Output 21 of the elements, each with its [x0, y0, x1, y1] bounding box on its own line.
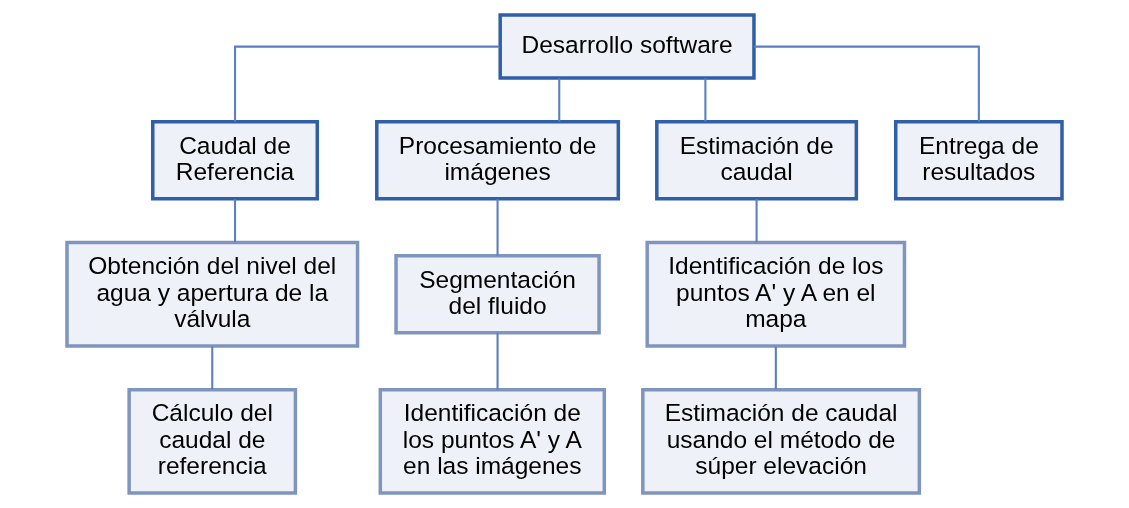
node-box: Estimación de caudal — [655, 120, 859, 201]
node-box: Caudal de Referencia — [151, 120, 320, 201]
node-box: Estimación de caudal usando el método de súper elevación — [641, 387, 922, 495]
node-box: Obtención del nivel del agua y apertura de la válvula — [65, 240, 360, 348]
connector — [496, 199, 499, 256]
connector — [233, 45, 500, 122]
connector — [211, 346, 214, 390]
connector — [704, 78, 707, 122]
node-box: Cálculo del caudal de referencia — [127, 387, 298, 495]
connector — [496, 332, 499, 390]
connector — [774, 346, 777, 390]
node-box: Desarrollo software — [498, 13, 756, 80]
node-box: Segmentación del fluido — [394, 254, 601, 335]
connector — [754, 45, 980, 122]
node-box: Procesamiento de imágenes — [375, 120, 621, 201]
connector — [558, 78, 561, 122]
node-box: Entrega de resultados — [894, 120, 1064, 201]
node-box: Identificación de los puntos A' y A en el mapa — [645, 240, 907, 348]
node-box: Identificación de los puntos A' y A en las imágenes — [378, 387, 607, 495]
connector — [755, 199, 758, 243]
connector — [233, 199, 237, 243]
